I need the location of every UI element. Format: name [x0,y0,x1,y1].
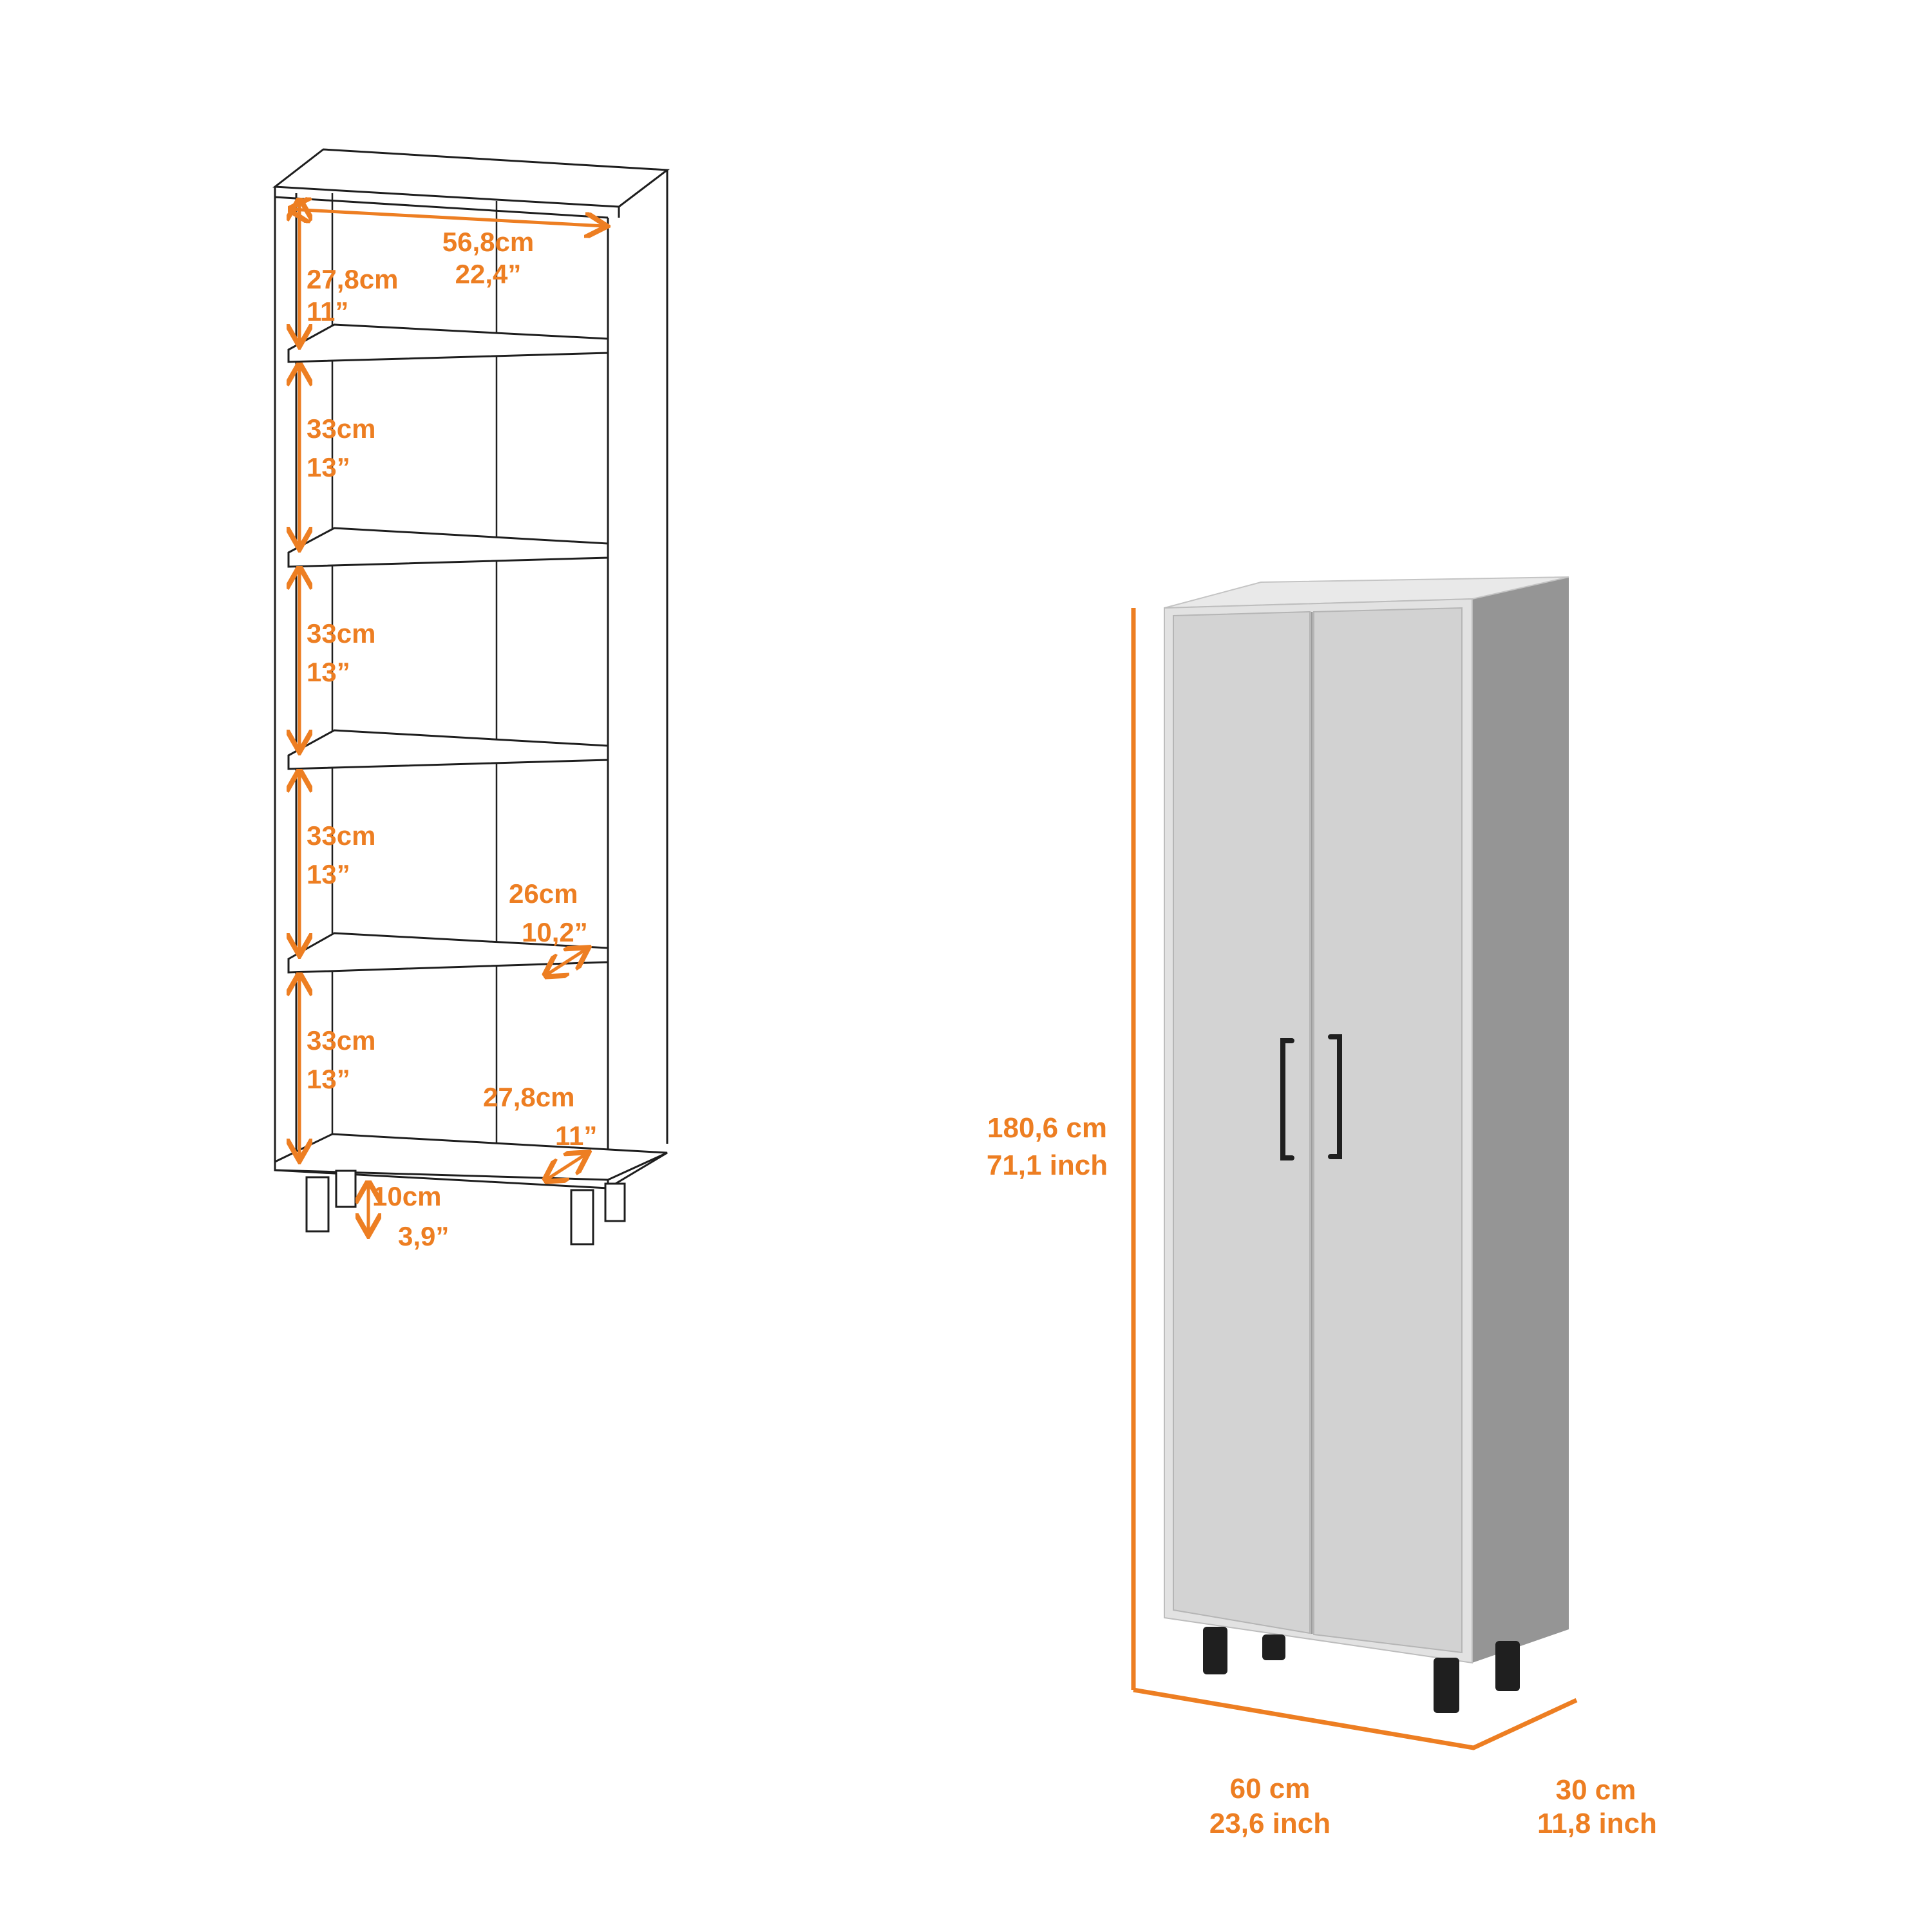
right-handle-icon [1328,1034,1342,1159]
leg-back-right [1495,1641,1520,1691]
top-shelf-in-label: 11” [307,296,348,327]
legs [305,1170,626,1245]
shelf-4 [287,932,609,974]
top-panel [272,148,670,208]
interior-dimension-arrows [291,201,604,1233]
leg-height-in-label: 3,9” [398,1221,449,1251]
shelf-5-cm-label: 33cm [307,1025,375,1056]
leg-height-cm-label: 10cm [372,1181,441,1211]
width-arrow [291,209,604,226]
leg-back-left [1262,1634,1285,1660]
leg-front-left [305,1176,330,1233]
leg-front-left [1203,1627,1227,1674]
height-in-label: 71,1 inch [987,1150,1108,1181]
shelf-3-in-label: 13” [307,657,350,687]
left-door [1173,611,1311,1634]
height-cm-label: 180,6 cm [987,1112,1107,1144]
shelf-2-cm-label: 33cm [307,413,375,444]
shelf-3 [287,729,609,770]
shelf-depth-in-label: 10,2” [522,917,588,947]
shelf-depth-cm-label: 26cm [509,878,578,909]
width-in-label: 23,6 inch [1209,1808,1331,1839]
leg-back-left [335,1170,357,1208]
shelf-depth-arrow [546,949,586,975]
closed-cabinet-render [1164,576,1569,1713]
cabinet-side-panel [1472,577,1569,1663]
bottom-depth-in-label: 11” [555,1121,597,1151]
leg-front-right [570,1189,594,1245]
shelf-5-in-label: 13” [307,1064,350,1094]
depth-in-label: 11,8 inch [1537,1808,1657,1839]
left-handle-icon [1280,1038,1294,1160]
width-depth-line [1133,1687,1578,1750]
overall-dimension-lines [1131,608,1578,1750]
shelf-4-cm-label: 33cm [307,820,375,851]
cabinet-legs [1203,1627,1520,1713]
shelf-1 [287,323,609,363]
shelf-2-in-label: 13” [307,452,350,482]
bottom-depth-cm-label: 27,8cm [483,1082,574,1112]
door-handles [1280,1034,1342,1160]
shelf-2 [287,527,609,568]
width-cm-label: 56,8cm [442,227,534,257]
bottom-depth-arrow [546,1154,586,1180]
shelf-3-cm-label: 33cm [307,618,375,649]
depth-cm-label: 30 cm [1556,1774,1636,1806]
width-in-label: 22,4” [455,259,522,289]
right-door [1313,607,1463,1654]
leg-front-right [1434,1658,1459,1713]
top-shelf-cm-label: 27,8cm [307,264,398,294]
shelf-4-in-label: 13” [307,859,350,889]
width-cm-label: 60 cm [1230,1773,1311,1804]
leg-back-right [604,1182,626,1222]
